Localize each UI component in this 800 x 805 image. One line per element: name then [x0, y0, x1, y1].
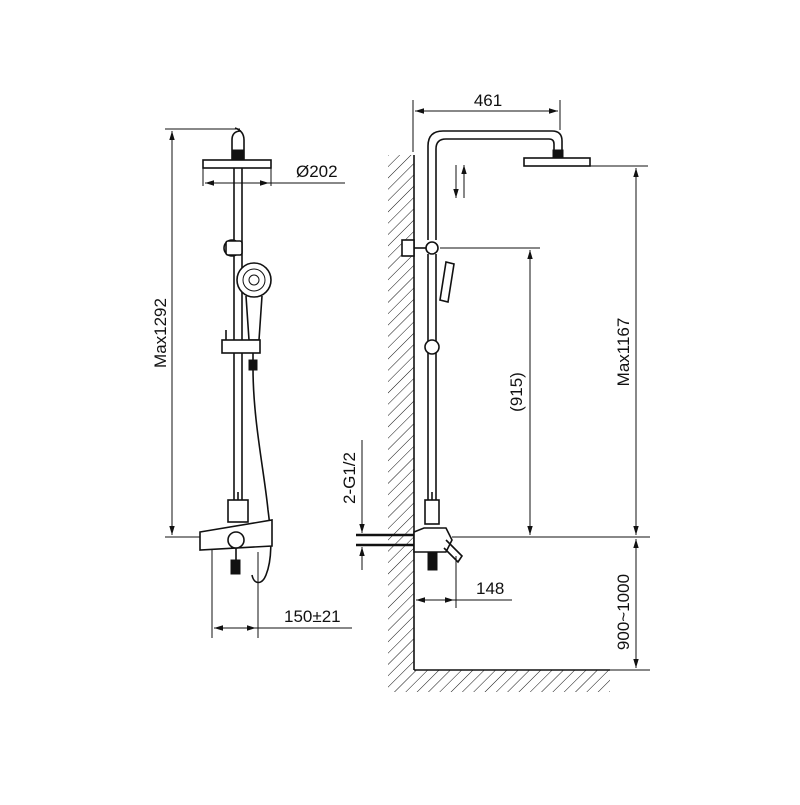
dim-slide-height-label: (915): [507, 372, 526, 412]
dim-head-height-label: Max1167: [614, 318, 633, 387]
shower-hose: [251, 353, 272, 584]
wall-hatch: [388, 155, 414, 670]
dim-wall-offset-label: 148: [476, 579, 504, 598]
arm-outer: [427, 130, 563, 240]
floor-hatch: [388, 670, 610, 692]
hand-shower-handle: [245, 295, 263, 341]
side-spout: [427, 551, 438, 571]
shower-head-front: [202, 159, 272, 169]
hand-shower-ring: [242, 268, 266, 292]
hand-shower-face: [236, 262, 272, 298]
side-view: 461 2-G1/2: [340, 91, 650, 692]
riser-bend-right: [234, 127, 245, 160]
head-connector: [232, 149, 244, 161]
slide-holder: [221, 339, 261, 354]
side-bracket-clamp: [425, 241, 439, 255]
dim-inlet-spacing-label: 150±21: [284, 607, 341, 626]
dim-height-label: Max1292: [151, 298, 170, 368]
front-view: Max1292 Ø202: [151, 127, 352, 638]
bracket-clamp: [225, 240, 243, 256]
spout-outlet: [230, 559, 241, 575]
side-lever: [443, 539, 464, 564]
side-mixer-body: [413, 527, 453, 553]
slide-holder-side: [424, 339, 440, 355]
dim-mount-height-label: 900~1000: [614, 574, 633, 650]
rain-head-side: [523, 157, 591, 167]
hand-shower-side: [439, 261, 455, 303]
diverter-body: [227, 499, 249, 523]
dim-thread-label: 2-G1/2: [340, 452, 359, 504]
arm-head-joint: [552, 149, 564, 159]
dim-arm-length-label: 461: [474, 91, 502, 110]
riser-bend-left: [231, 130, 242, 160]
arm-inner: [435, 138, 555, 240]
mixer-cartridge: [227, 531, 245, 549]
hand-shower-center: [248, 274, 260, 286]
hose-nut: [248, 359, 258, 371]
side-bracket-base: [401, 239, 415, 257]
dim-head-diameter-label: Ø202: [296, 162, 338, 181]
side-diverter: [424, 499, 440, 525]
